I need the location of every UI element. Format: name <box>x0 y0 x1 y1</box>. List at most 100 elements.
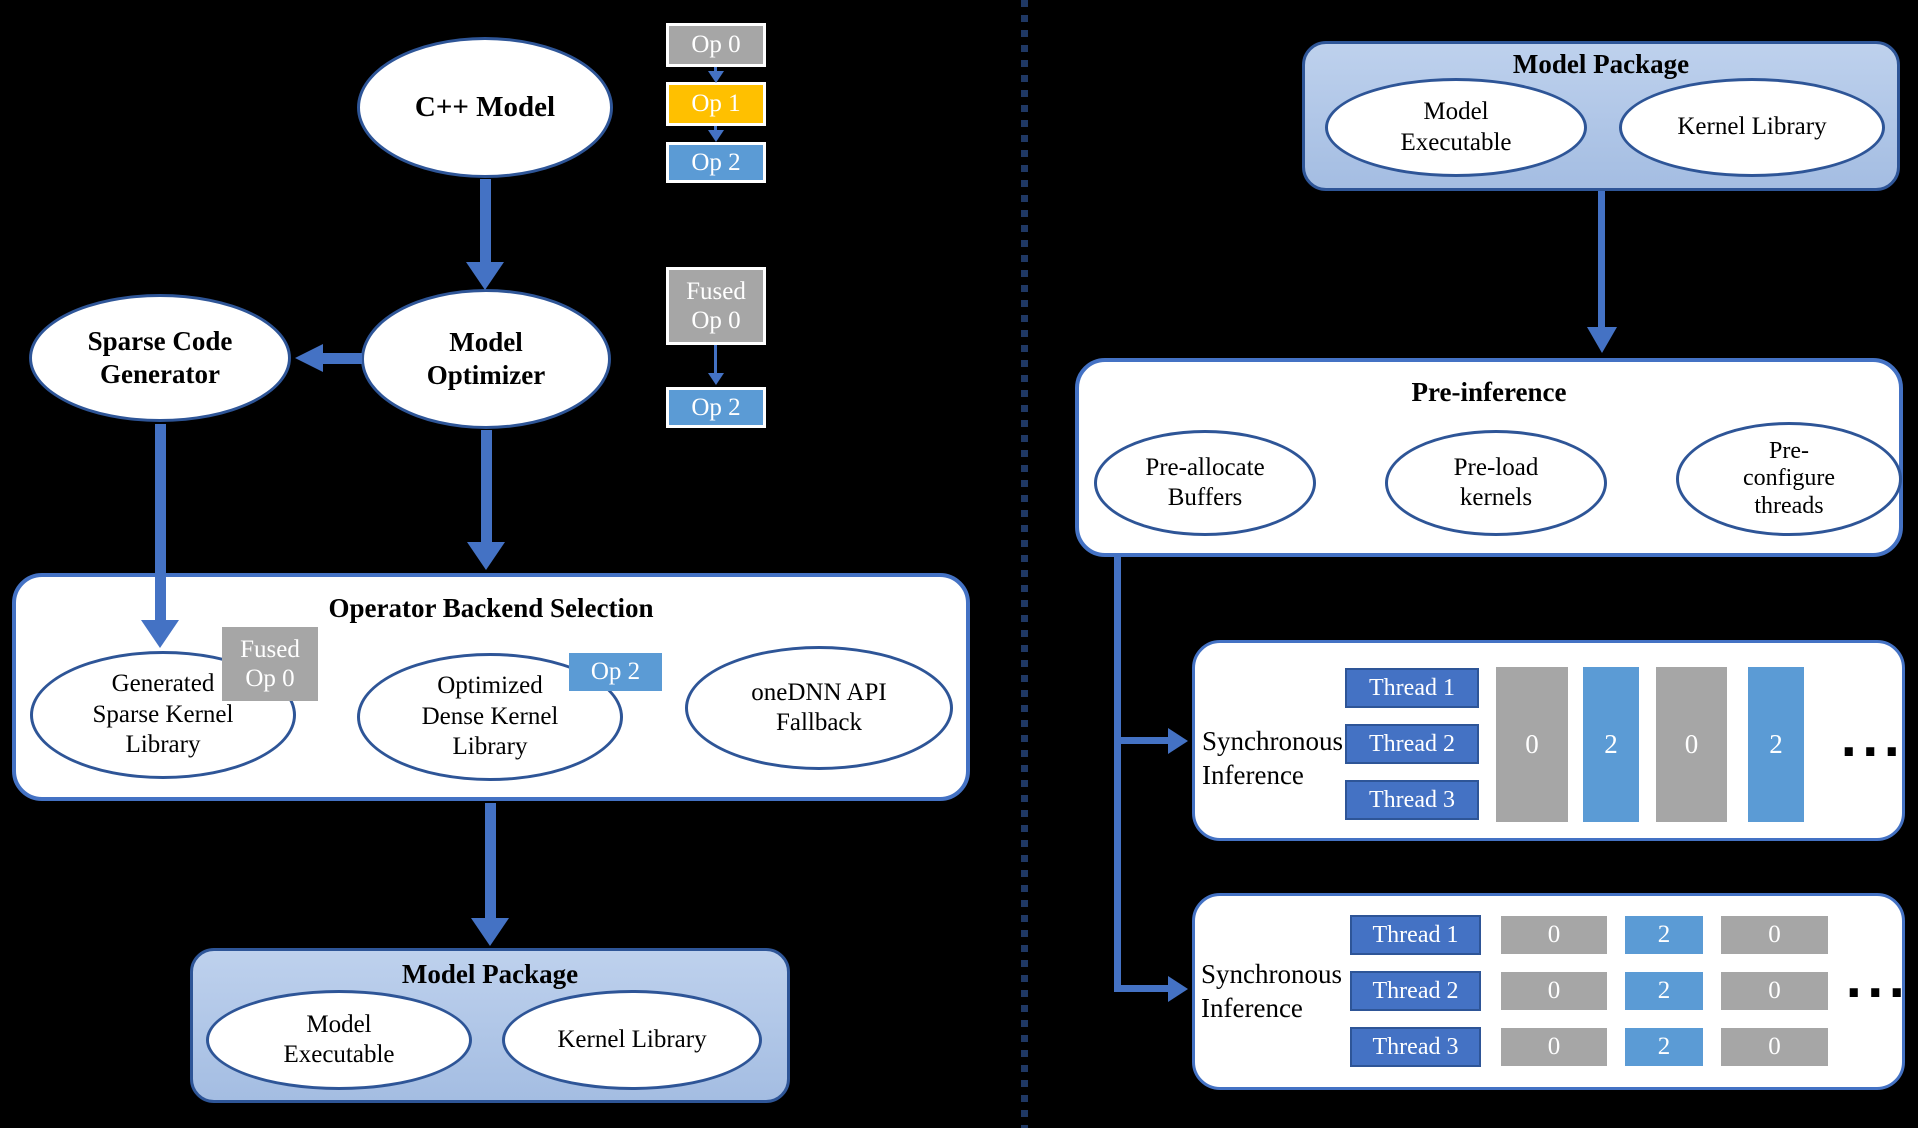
thread1-label-s1: Thread 1 <box>1369 674 1455 701</box>
branch-arrowhead-1 <box>1168 728 1188 754</box>
fused-op0-box: Fused Op 0 <box>666 267 766 345</box>
op0-op1-arrowhead <box>708 71 724 83</box>
model-executable-left-label: Model Executable <box>283 1010 395 1069</box>
op2-overlay-label: Op 2 <box>590 658 641 686</box>
generated-sparse-kernel-label: Generated Sparse Kernel Library <box>92 670 234 759</box>
onednn-fallback-ellipse: oneDNN API Fallback <box>685 646 953 770</box>
op0-box: Op 0 <box>666 23 766 67</box>
pre-configure-threads-label: Pre- configure threads <box>1743 437 1835 519</box>
ellipsis-s2: ... <box>1845 954 1910 1008</box>
op0-op1-arrow <box>714 67 717 73</box>
op1-box: Op 1 <box>666 82 766 126</box>
sparse-down-arrow <box>155 424 166 621</box>
kernel-library-left-label: Kernel Library <box>557 1025 707 1053</box>
bar-op0-b: 0 <box>1656 667 1727 822</box>
fused-op0-label: Fused Op 0 <box>686 277 746 335</box>
model-package-left-box: Model Package Model Executable Kernel Li… <box>190 948 790 1103</box>
operator-backend-selection-box: Operator Backend Selection Generated Spa… <box>12 573 970 801</box>
optimizer-down-arrowhead <box>467 542 505 570</box>
fused-op2-label: Op 2 <box>691 393 741 421</box>
sparse-code-generator-label: Sparse Code Generator <box>87 326 233 389</box>
bar-op2-a-value: 2 <box>1604 729 1618 759</box>
ellipsis-s1: ... <box>1840 713 1905 767</box>
fused-op0-overlay-label: Fused Op 0 <box>240 635 300 693</box>
package-to-preinference-arrow <box>1598 191 1605 328</box>
branch-arrow-2 <box>1121 985 1169 992</box>
cell-r3c2: 2 <box>1625 1028 1703 1066</box>
model-package-right-title: Model Package <box>1512 49 1690 79</box>
preinference-branch-line <box>1114 557 1121 992</box>
op1-label: Op 1 <box>691 90 741 118</box>
thread1-box-s1: Thread 1 <box>1345 668 1479 708</box>
thread2-box-s1: Thread 2 <box>1345 724 1479 764</box>
pre-configure-threads-ellipse: Pre- configure threads <box>1676 422 1902 536</box>
op0-label: Op 0 <box>691 31 741 59</box>
bar-op2-a: 2 <box>1583 667 1639 822</box>
cell-r2c1: 0 <box>1501 972 1607 1010</box>
fused-op2-arrow <box>714 345 717 374</box>
cell-r3c3-value: 0 <box>1768 1033 1781 1060</box>
operator-backend-selection-title: Operator Backend Selection <box>328 593 654 623</box>
thread3-box-s1: Thread 3 <box>1345 780 1479 820</box>
pre-load-kernels-ellipse: Pre-load kernels <box>1385 430 1607 536</box>
package-to-preinference-arrowhead <box>1587 327 1617 353</box>
synchronous-inference-label-2: Synchronous Inference <box>1201 959 1342 1023</box>
sparse-code-generator-ellipse: Sparse Code Generator <box>29 294 291 422</box>
pre-allocate-buffers-ellipse: Pre-allocate Buffers <box>1094 430 1316 536</box>
optimizer-to-sparse-arrow <box>322 353 362 364</box>
model-optimizer-ellipse: Model Optimizer <box>361 289 611 429</box>
bar-op2-b: 2 <box>1748 667 1804 822</box>
fused-op2-arrowhead <box>708 373 724 385</box>
bar-op2-b-value: 2 <box>1769 729 1783 759</box>
branch-arrowhead-2 <box>1168 976 1188 1002</box>
cell-r1c2: 2 <box>1625 916 1703 954</box>
optimized-dense-kernel-label: Optimized Dense Kernel Library <box>421 672 559 761</box>
cell-r2c2-value: 2 <box>1657 977 1671 1004</box>
model-optimizer-label: Model Optimizer <box>426 327 546 390</box>
cell-r1c3-value: 0 <box>1768 921 1781 948</box>
fused-op0-overlay-box: Fused Op 0 <box>222 627 318 701</box>
thread3-label-s1: Thread 3 <box>1369 786 1455 813</box>
branch-arrow-1 <box>1121 737 1169 744</box>
cell-r3c1: 0 <box>1501 1028 1607 1066</box>
cell-r1c3: 0 <box>1721 916 1828 954</box>
backend-to-package-arrowhead <box>471 918 509 946</box>
bar-op0-a: 0 <box>1496 667 1568 822</box>
synchronous-inference-label-1: Synchronous Inference <box>1202 726 1343 790</box>
cell-r3c2-value: 2 <box>1657 1033 1671 1060</box>
thread2-label-s1: Thread 2 <box>1369 730 1455 757</box>
kernel-library-right-label: Kernel Library <box>1677 113 1827 141</box>
pre-allocate-buffers-label: Pre-allocate Buffers <box>1145 453 1265 512</box>
optimizer-to-sparse-arrowhead <box>295 344 323 372</box>
pre-inference-title: Pre-inference <box>1411 377 1567 407</box>
cell-r2c3: 0 <box>1721 972 1828 1010</box>
onednn-fallback-label: oneDNN API Fallback <box>751 678 887 737</box>
cpp-to-optimizer-arrow <box>480 179 491 263</box>
kernel-library-left-ellipse: Kernel Library <box>502 990 762 1090</box>
model-executable-right-ellipse: Model Executable <box>1325 78 1587 177</box>
model-package-left-title: Model Package <box>401 959 579 989</box>
cell-r1c2-value: 2 <box>1657 921 1671 948</box>
synchronous-inference-box-2: Synchronous Inference Thread 1 0 2 0 Thr… <box>1192 893 1905 1090</box>
thread3-label-s2: Thread 3 <box>1372 1033 1459 1060</box>
model-executable-left-ellipse: Model Executable <box>206 990 472 1090</box>
thread2-label-s2: Thread 2 <box>1372 977 1459 1004</box>
thread1-label-s2: Thread 1 <box>1372 921 1459 948</box>
cell-r2c1-value: 0 <box>1547 977 1561 1004</box>
cell-r1c1: 0 <box>1501 916 1607 954</box>
fused-op2-box: Op 2 <box>666 387 766 428</box>
cell-r3c1-value: 0 <box>1547 1033 1561 1060</box>
cpp-to-optimizer-arrowhead <box>466 262 504 290</box>
synchronous-inference-box-1: Synchronous Inference Thread 1 Thread 2 … <box>1192 640 1905 841</box>
op2-box: Op 2 <box>666 142 766 183</box>
divider-dotted-line <box>1021 0 1028 1128</box>
op2-label: Op 2 <box>691 148 741 176</box>
cell-r1c1-value: 0 <box>1547 921 1561 948</box>
kernel-library-right-ellipse: Kernel Library <box>1619 78 1885 177</box>
optimizer-down-arrow <box>481 430 492 543</box>
bar-op0-a-value: 0 <box>1525 729 1539 759</box>
model-executable-right-label: Model Executable <box>1400 98 1512 156</box>
thread2-box-s2: Thread 2 <box>1350 971 1481 1011</box>
sparse-down-arrowhead <box>141 620 179 648</box>
